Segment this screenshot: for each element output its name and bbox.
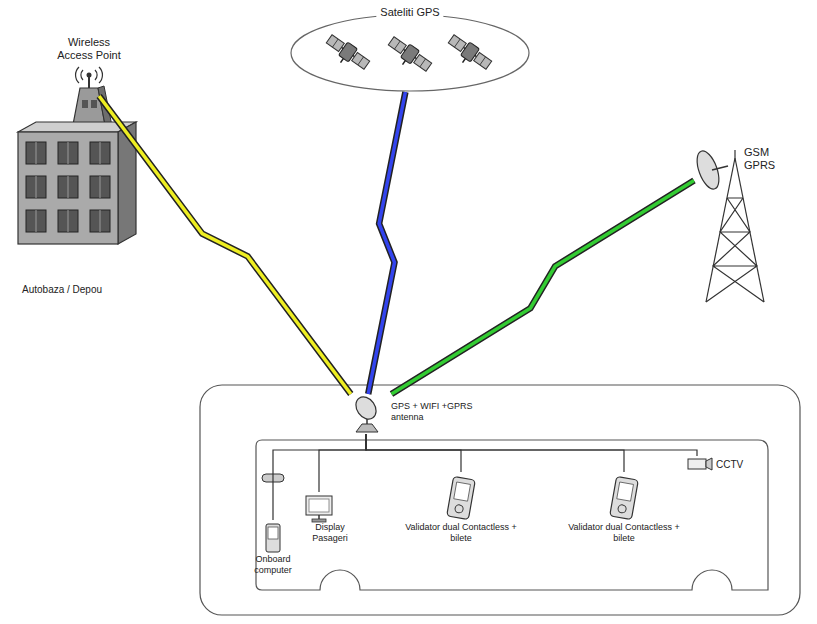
wire [273,434,366,520]
node-label: Validator dual Contactless + bilete [405,522,517,544]
gsm-tower: GSM GPRS [694,142,784,192]
validator: Validator dual Contactless + bilete [405,472,517,544]
node-label: Wireless Access Point [54,36,124,62]
depot-label: Autobaza / Depou [22,284,102,296]
antenna: GPS + WIFI +GPRS antenna [345,394,495,434]
wireless-link [392,181,695,395]
access-point: Wireless Access Point [54,36,124,96]
passenger-display: Display Pasageri [300,492,360,544]
node-label: Validator dual Contactless + bilete [568,522,680,544]
node-label: CCTV [716,459,756,471]
ellipse-outline [290,14,530,92]
node-label: Sateliti GPS [376,6,443,19]
wire [366,434,697,456]
wire [319,434,366,492]
satellite-group: Sateliti GPS [290,14,530,92]
onboard-computer: Onboard computer [248,520,298,576]
wire [366,434,624,472]
wireless-link [368,92,405,394]
cctv-camera: CCTV [684,456,756,474]
node-label: GSM GPRS [744,146,784,172]
wire [366,434,461,472]
validator: Validator dual Contactless + bilete [568,472,680,544]
node-label: Onboard computer [248,554,298,576]
node-label: Display Pasageri [300,522,360,544]
wireless-link [99,96,351,394]
node-label: GPS + WIFI +GPRS antenna [391,401,495,423]
